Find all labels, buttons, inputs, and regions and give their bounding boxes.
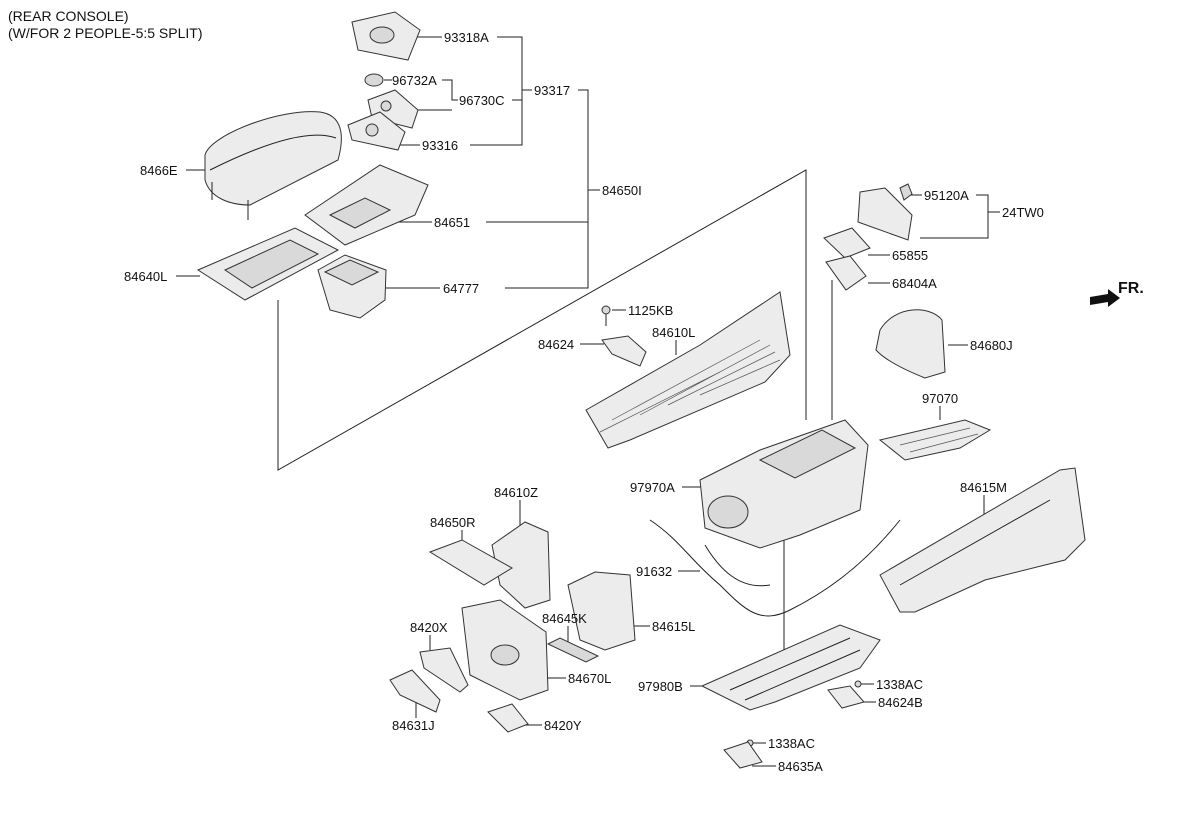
part-84615l-shape <box>567 571 636 651</box>
diagram-title-line-2: (W/FOR 2 PEOPLE-5:5 SPLIT) <box>8 25 203 41</box>
part-label-84651: 84651 <box>434 215 470 230</box>
diagram-title-line-1: (REAR CONSOLE) <box>8 8 129 24</box>
part-84631j-shape <box>389 669 441 713</box>
part-97980b-shape <box>700 624 881 711</box>
part-label-93316: 93316 <box>422 138 458 153</box>
part-label-84610l: 84610L <box>652 325 695 340</box>
part-8420x-shape <box>419 647 469 693</box>
part-label-84624b: 84624B <box>878 695 923 710</box>
part-84680j-shape <box>875 309 946 379</box>
part-label-84640l: 84640L <box>124 269 167 284</box>
part-96732a-shape <box>364 73 384 87</box>
part-84610l-shape <box>585 291 791 449</box>
part-label-93318a: 93318A <box>444 30 489 45</box>
part-84624b-shape <box>827 685 865 709</box>
part-label-84635a: 84635A <box>778 759 823 774</box>
part-label-84645k: 84645K <box>542 611 587 626</box>
part-label-91632: 91632 <box>636 564 672 579</box>
part-label-64777: 64777 <box>443 281 479 296</box>
part-shapes <box>196 11 1120 769</box>
part-91632-shape <box>649 519 901 617</box>
part-8466e-shape <box>204 111 342 206</box>
part-label-96732a: 96732A <box>392 73 437 88</box>
part-label-68404a: 68404A <box>892 276 937 291</box>
part-8420y-shape <box>487 703 529 733</box>
part-number-labels: 93318A 96732A 96730C 93317 93316 8466E 8… <box>124 30 1144 774</box>
part-label-1125kb: 1125KB <box>628 303 673 318</box>
part-label-84650r: 84650R <box>430 515 476 530</box>
part-84615m-shape <box>879 467 1086 613</box>
part-label-84680j: 84680J <box>970 338 1013 353</box>
part-1338ac-shape <box>854 680 862 688</box>
part-68404a-shape <box>825 255 867 291</box>
part-97970a-shape <box>699 419 869 549</box>
front-direction-arrow-icon <box>1090 289 1120 307</box>
part-label-1338ac-2: 1338AC <box>768 736 815 751</box>
part-label-97970a: 97970A <box>630 480 675 495</box>
part-label-97980b: 97980B <box>638 679 683 694</box>
part-97070-shape <box>878 419 992 461</box>
part-label-65855: 65855 <box>892 248 928 263</box>
part-label-8420x: 8420X <box>410 620 448 635</box>
part-84645k-shape <box>546 637 600 663</box>
part-label-1338ac-1: 1338AC <box>876 677 923 692</box>
part-label-84624: 84624 <box>538 337 574 352</box>
part-label-95120a: 95120A <box>924 188 969 203</box>
part-1125kb-shape <box>601 305 611 315</box>
part-24tw0-shape <box>857 187 913 241</box>
part-84610z-shape <box>491 521 551 609</box>
part-95120a-shape <box>899 183 913 201</box>
part-label-84631j: 84631J <box>392 718 435 733</box>
part-label-84610z: 84610Z <box>494 485 538 500</box>
part-label-84615l: 84615L <box>652 619 695 634</box>
part-label-84670l: 84670L <box>568 671 611 686</box>
front-direction-label: FR. <box>1118 280 1144 297</box>
part-label-24tw0: 24TW0 <box>1002 205 1044 220</box>
part-label-8466e: 8466E <box>140 163 178 178</box>
part-label-84650i: 84650I <box>602 183 642 198</box>
part-84624-shape <box>601 335 647 367</box>
part-84650r-shape <box>428 539 513 586</box>
part-label-96730c: 96730C <box>459 93 505 108</box>
part-label-93317: 93317 <box>534 83 570 98</box>
part-label-84615m: 84615M <box>960 480 1007 495</box>
part-84635a-shape <box>723 741 763 769</box>
part-65855-shape <box>823 227 871 259</box>
part-label-8420y: 8420Y <box>544 718 582 733</box>
part-label-97070: 97070 <box>922 391 958 406</box>
